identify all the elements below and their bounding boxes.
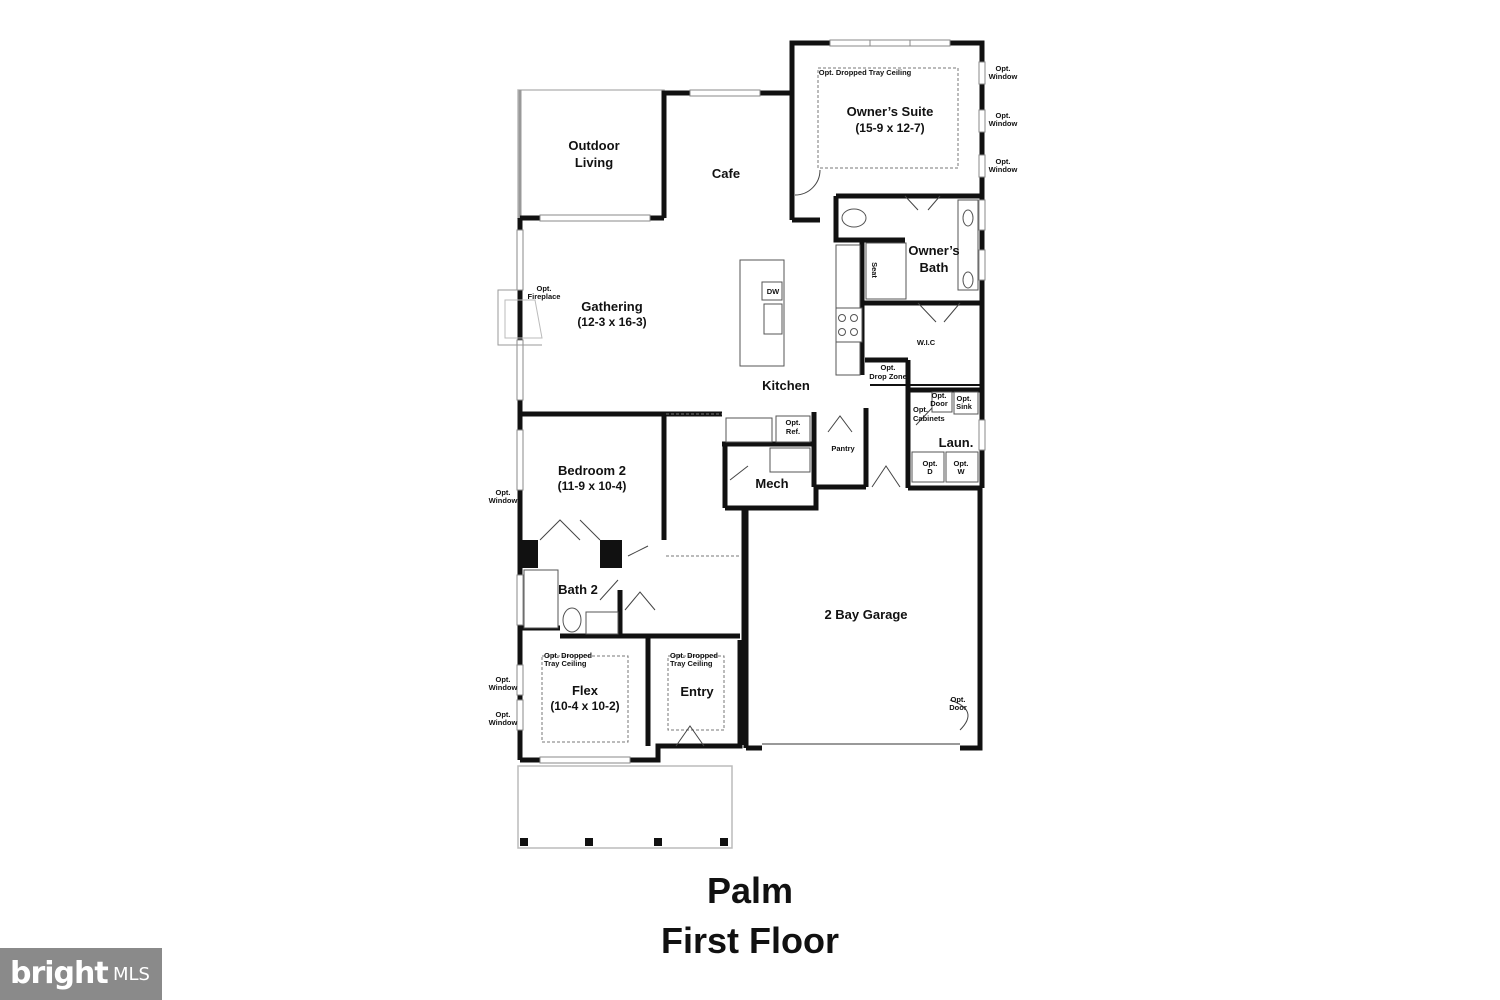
dim-bedroom2: (11-9 x 10-4) — [558, 479, 627, 493]
front-porch — [517, 765, 733, 849]
note-tray-owner: Opt. Dropped Tray Ceiling — [819, 68, 912, 77]
outdoor-living-area — [517, 89, 665, 219]
note-garage-door-1: Opt. — [951, 695, 966, 704]
label-bath2: Bath 2 — [558, 582, 598, 597]
logo-suffix: MLS — [113, 964, 150, 985]
plan-title-name: Palm — [706, 870, 794, 911]
label-outdoor-living-1: Outdoor — [568, 138, 619, 153]
note-drop-zone-2: Drop Zone — [869, 372, 907, 381]
kitchen-fixtures — [725, 244, 863, 473]
note-opt-d-2: D — [927, 467, 933, 476]
note-opt-sink-2: Sink — [956, 402, 973, 411]
label-flex: Flex — [572, 683, 599, 698]
note-dw: DW — [767, 287, 780, 296]
label-laundry: Laun. — [939, 435, 974, 450]
plan-notes: Opt. Dropped Tray Ceiling Opt. Window Op… — [489, 64, 1018, 727]
label-owners-bath-1: Owner’s — [908, 243, 959, 258]
fireplace — [497, 289, 543, 346]
label-entry: Entry — [680, 684, 714, 699]
windows — [516, 39, 986, 764]
note-window-flex-a2: Window — [489, 683, 518, 692]
note-tray-flex-1: Opt. Dropped — [544, 651, 592, 660]
logo-brand: bright — [10, 956, 109, 991]
label-cafe: Cafe — [712, 166, 740, 181]
note-garage-door-2: Door — [949, 703, 967, 712]
plan-title: Palm First Floor — [0, 866, 1500, 966]
note-window-b2: Window — [989, 119, 1018, 128]
note-window-bed-2: Window — [489, 496, 518, 505]
note-window-c1: Opt. — [996, 157, 1011, 166]
label-pantry: Pantry — [831, 444, 855, 453]
note-window-a2: Window — [989, 72, 1018, 81]
plan-title-floor: First Floor — [661, 920, 839, 961]
doors — [539, 169, 969, 747]
note-opt-door-2: Door — [930, 399, 948, 408]
label-owners-suite: Owner’s Suite — [847, 104, 934, 119]
label-mech: Mech — [755, 476, 788, 491]
dim-flex: (10-4 x 10-2) — [550, 699, 619, 713]
bath-fixtures — [523, 199, 979, 635]
note-opt-w-1: Opt. — [954, 459, 969, 468]
note-opt-ref-1: Opt. — [786, 418, 801, 427]
note-opt-w-2: W — [957, 467, 965, 476]
label-garage: 2 Bay Garage — [824, 607, 907, 622]
note-fireplace-2: Fireplace — [528, 292, 561, 301]
dim-gathering: (12-3 x 16-3) — [577, 315, 646, 329]
note-window-bed-1: Opt. — [496, 488, 511, 497]
note-drop-zone-1: Opt. — [881, 363, 896, 372]
label-gathering: Gathering — [581, 299, 642, 314]
note-opt-cabinets-2: Cabinets — [913, 414, 945, 423]
note-fireplace-1: Opt. — [537, 284, 552, 293]
room-labels: Outdoor Living Cafe Owner’s Suite (15-9 … — [550, 104, 973, 713]
note-seat: Seat — [870, 262, 879, 278]
note-window-a1: Opt. — [996, 64, 1011, 73]
note-tray-entry-1: Opt. Dropped — [670, 651, 718, 660]
note-window-flex-a1: Opt. — [496, 675, 511, 684]
note-window-c2: Window — [989, 165, 1018, 174]
note-window-flex-b1: Opt. — [496, 710, 511, 719]
label-outdoor-living-2: Living — [575, 155, 613, 170]
label-wic: W.I.C — [917, 338, 936, 347]
note-opt-cabinets-1: Opt. — [913, 405, 928, 414]
label-bedroom2: Bedroom 2 — [558, 463, 626, 478]
note-opt-door-1: Opt. — [932, 391, 947, 400]
dim-owners-suite: (15-9 x 12-7) — [855, 121, 924, 135]
note-opt-d-1: Opt. — [923, 459, 938, 468]
note-window-b1: Opt. — [996, 111, 1011, 120]
bright-mls-logo: bright MLS — [0, 948, 162, 1000]
note-opt-ref-2: Ref. — [786, 427, 800, 436]
note-tray-flex-2: Tray Ceiling — [544, 659, 587, 668]
note-window-flex-b2: Window — [489, 718, 518, 727]
note-tray-entry-2: Tray Ceiling — [670, 659, 713, 668]
note-opt-sink-1: Opt. — [957, 394, 972, 403]
label-owners-bath-2: Bath — [920, 260, 949, 275]
tray-ceilings — [541, 67, 959, 743]
label-kitchen: Kitchen — [762, 378, 810, 393]
